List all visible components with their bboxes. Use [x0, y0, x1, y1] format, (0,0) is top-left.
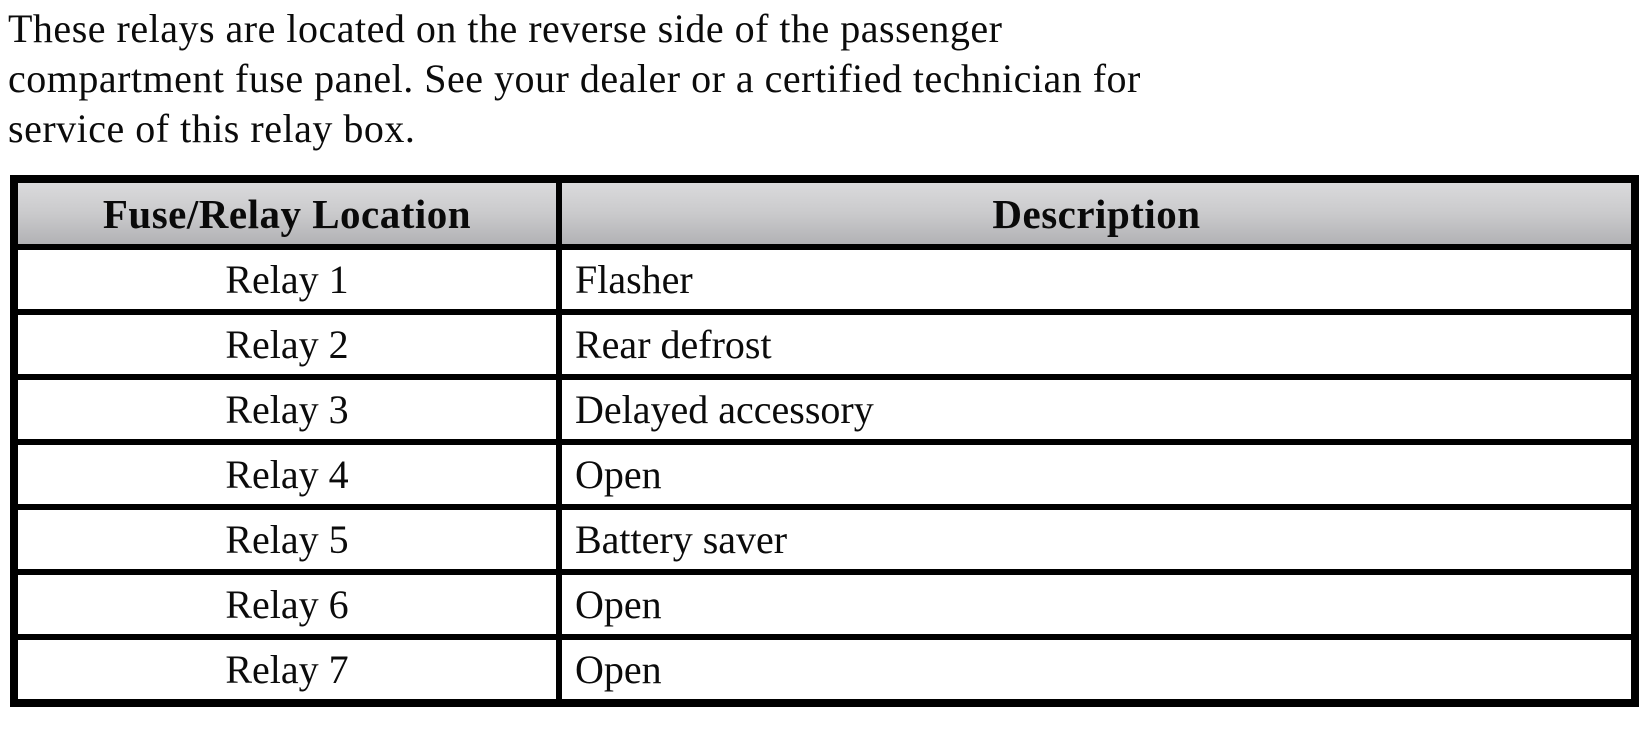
table-header-row: Fuse/Relay Location Description — [11, 176, 1638, 250]
relay-description-cell: Open — [556, 634, 1638, 706]
relay-description-cell: Battery saver — [556, 504, 1638, 575]
table-row: Relay 5 Battery saver — [11, 504, 1638, 575]
intro-line-3: service of this relay box. — [8, 106, 416, 151]
table-row: Relay 3 Delayed accessory — [11, 374, 1638, 445]
relay-description-cell: Open — [556, 569, 1638, 640]
relay-location-cell: Relay 3 — [11, 374, 562, 445]
table-row: Relay 6 Open — [11, 569, 1638, 640]
column-header-fuse-relay-location: Fuse/Relay Location — [11, 176, 562, 250]
relay-location-cell: Relay 4 — [11, 439, 562, 510]
relay-description-cell: Delayed accessory — [556, 374, 1638, 445]
relay-location-cell: Relay 5 — [11, 504, 562, 575]
relay-description-cell: Open — [556, 439, 1638, 510]
relay-location-cell: Relay 1 — [11, 244, 562, 315]
table-row: Relay 1 Flasher — [11, 244, 1638, 315]
manual-page: These relays are located on the reverse … — [0, 4, 1643, 731]
relay-location-cell: Relay 7 — [11, 634, 562, 706]
relay-location-cell: Relay 6 — [11, 569, 562, 640]
relay-description-cell: Flasher — [556, 244, 1638, 315]
table-row: Relay 7 Open — [11, 634, 1638, 706]
relay-location-cell: Relay 2 — [11, 309, 562, 380]
intro-paragraph: These relays are located on the reverse … — [8, 4, 1643, 154]
fuse-relay-table: Fuse/Relay Location Description Relay 1 … — [10, 175, 1639, 707]
table-row: Relay 4 Open — [11, 439, 1638, 510]
relay-description-cell: Rear defrost — [556, 309, 1638, 380]
intro-line-1: These relays are located on the reverse … — [8, 6, 1003, 51]
intro-line-2: compartment fuse panel. See your dealer … — [8, 56, 1141, 101]
table-row: Relay 2 Rear defrost — [11, 309, 1638, 380]
column-header-description: Description — [556, 176, 1638, 250]
